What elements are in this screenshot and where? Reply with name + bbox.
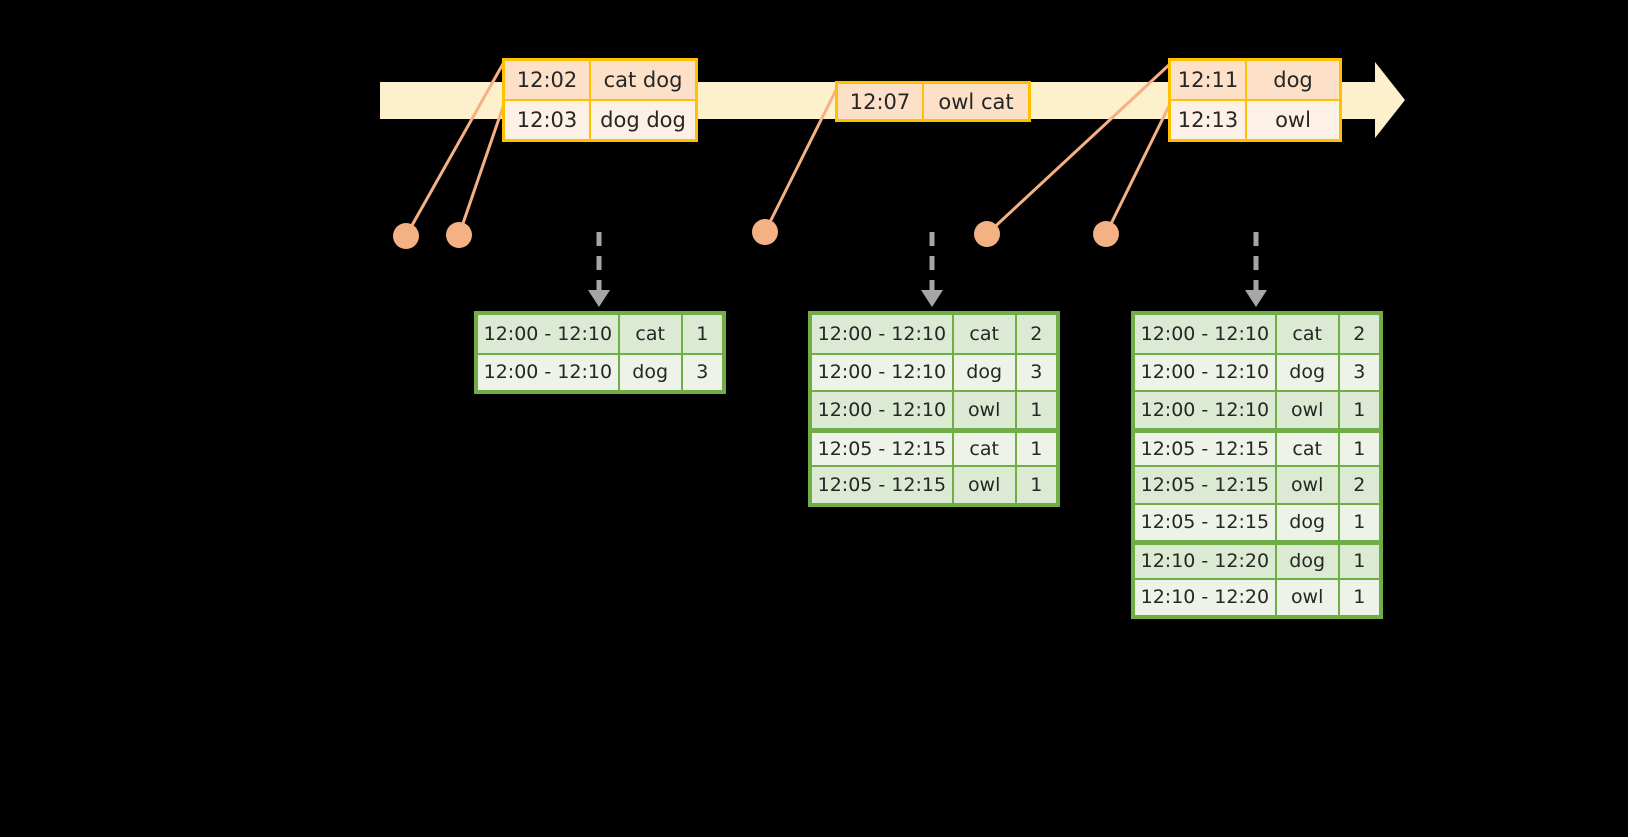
event-timestamp: 12:02 (505, 61, 591, 99)
event-dot-12-07 (752, 219, 778, 245)
count-cell: 3 (1353, 361, 1366, 384)
count-cell: 1 (1353, 511, 1366, 534)
word-cell: dog (1277, 504, 1340, 540)
window-range-cell: 12:05 - 12:15 (1135, 467, 1277, 503)
connector-12-13 (1104, 103, 1172, 235)
event-timestamp: 12:03 (505, 101, 591, 139)
window-range-cell: 12:00 - 12:10 (812, 354, 954, 390)
event-group-2[interactable]: 12:07 owl cat (835, 81, 1031, 122)
count-cell: 3 (1030, 361, 1043, 384)
window-range-cell: 12:00 - 12:10 (478, 315, 620, 353)
count-cell: 2 (1030, 322, 1043, 345)
word-cell: owl (1277, 579, 1340, 615)
word-cell: dog (620, 354, 683, 390)
window-range-cell: 12:05 - 12:15 (812, 432, 954, 465)
event-words: dog (1273, 68, 1313, 92)
word-cell: owl (1277, 467, 1340, 503)
connector-12-07 (763, 85, 840, 233)
count-cell: 1 (1030, 437, 1043, 460)
word-cell: owl (954, 392, 1017, 428)
event-dots-group (393, 219, 1119, 249)
event-dot-12-02 (393, 223, 419, 249)
word-cell: dog (1277, 354, 1340, 390)
count-cell: 1 (1030, 398, 1043, 421)
window-range-cell: 12:05 - 12:15 (1135, 432, 1277, 465)
word-cell: cat (954, 432, 1017, 465)
event-row: 12:02 cat dog (505, 61, 695, 99)
window-range-cell: 12:05 - 12:15 (1135, 504, 1277, 540)
window-range-cell: 12:10 - 12:20 (1135, 545, 1277, 578)
word-cell: cat (620, 315, 683, 353)
window-range-cell: 12:00 - 12:10 (812, 315, 954, 353)
connector-12-03 (457, 103, 506, 236)
dashed-arrows-group (588, 232, 1267, 307)
event-timestamp: 12:11 (1171, 61, 1247, 99)
window-range-cell: 12:05 - 12:15 (812, 467, 954, 503)
word-cell: dog (954, 354, 1017, 390)
count-cell: 3 (696, 361, 709, 384)
window-range-cell: 12:00 - 12:10 (812, 392, 954, 428)
window-range-cell: 12:00 - 12:10 (1135, 315, 1277, 353)
window-range-cell: 12:00 - 12:10 (478, 354, 620, 390)
event-words: owl cat (938, 89, 1014, 114)
connector-12-02 (404, 61, 506, 237)
count-cell: 1 (1353, 586, 1366, 609)
dashed-arrow-table-1 (588, 232, 610, 307)
event-group-3[interactable]: 12:11 dog 12:13 owl (1168, 58, 1342, 142)
event-timestamp: 12:13 (1171, 101, 1247, 139)
word-cell: cat (954, 315, 1017, 353)
count-cell: 1 (696, 322, 709, 345)
event-words: cat dog (603, 68, 683, 92)
word-cell: owl (1277, 392, 1340, 428)
dashed-arrow-table-3 (1245, 232, 1267, 307)
count-cell: 2 (1353, 473, 1366, 496)
window-range-cell: 12:10 - 12:20 (1135, 579, 1277, 615)
event-words: owl (1275, 108, 1311, 132)
count-cell: 1 (1353, 550, 1366, 573)
count-cell: 1 (1353, 398, 1366, 421)
window-range-cell: 12:00 - 12:10 (1135, 392, 1277, 428)
event-row: 12:11 dog (1171, 61, 1339, 99)
word-cell: dog (1277, 545, 1340, 578)
count-cell: 1 (1030, 473, 1043, 496)
window-range-cell: 12:00 - 12:10 (1135, 354, 1277, 390)
event-words: dog dog (600, 108, 686, 132)
count-cell: 2 (1353, 322, 1366, 345)
event-dot-12-11 (974, 221, 1000, 247)
dashed-arrow-table-2 (921, 232, 943, 307)
event-dot-12-03 (446, 222, 472, 248)
count-cell: 1 (1353, 437, 1366, 460)
word-cell: owl (954, 467, 1017, 503)
word-cell: cat (1277, 315, 1340, 353)
event-row: 12:07 owl cat (838, 84, 1028, 119)
event-timestamp: 12:07 (838, 84, 924, 119)
word-cell: cat (1277, 432, 1340, 465)
event-dot-12-13 (1093, 221, 1119, 247)
event-row: 12:13 owl (1171, 99, 1339, 139)
event-row: 12:03 dog dog (505, 99, 695, 139)
event-group-1[interactable]: 12:02 cat dog 12:03 dog dog (502, 58, 698, 142)
